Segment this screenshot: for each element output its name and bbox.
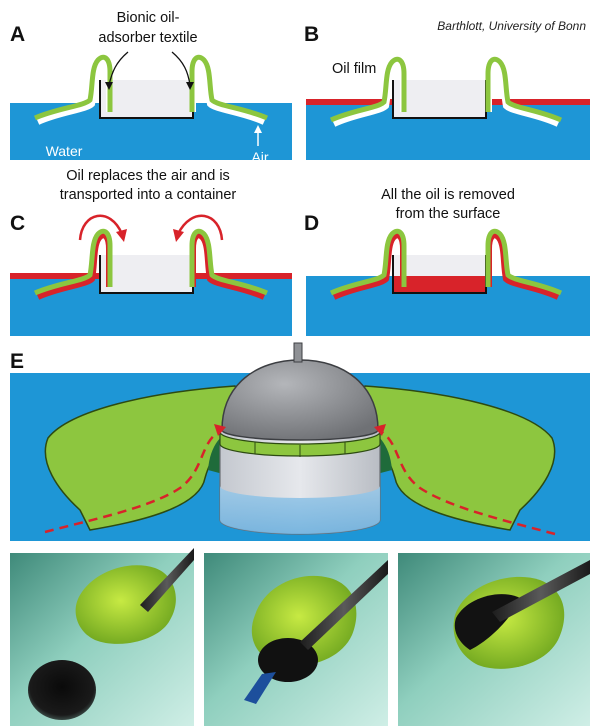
caption-arrow-right-head — [186, 82, 194, 90]
caption-arrow-left-head — [105, 82, 113, 90]
container-dome — [221, 359, 379, 441]
panel-letter-b: B — [304, 23, 319, 46]
textile-left — [329, 56, 407, 123]
container — [393, 80, 486, 118]
caption-arrow-left — [108, 51, 129, 86]
oil-film-label: Oil film — [332, 61, 376, 77]
textile-left — [34, 228, 113, 296]
photo-1 — [10, 548, 194, 726]
oil-flow-right — [377, 428, 556, 536]
caption-a-line-1: Bionic oil- — [117, 10, 180, 26]
caption-d-line-1: All the oil is removed — [381, 187, 515, 203]
caption-d-line-2: from the surface — [396, 206, 501, 222]
textile-left — [34, 54, 113, 121]
caption-c-line-1: Oil replaces the air and is — [66, 168, 230, 184]
oil-flow-left-head — [214, 424, 226, 436]
oil-being-absorbed — [258, 638, 318, 682]
collected-oil — [393, 276, 486, 293]
water-label: Water — [46, 143, 83, 159]
oil-flow-right-head — [374, 424, 386, 436]
textile-left — [329, 228, 407, 296]
textile-right — [485, 56, 563, 123]
panel-letter-d: D — [304, 212, 319, 235]
panel-e: E — [10, 342, 590, 541]
panel-c: C Oil replaces the air and is transporte… — [10, 168, 292, 336]
container-rim — [219, 431, 381, 457]
transport-arrow-right-head — [173, 229, 184, 242]
container-water — [220, 486, 380, 534]
tweezers — [140, 548, 194, 612]
caption-c-line-2: transported into a container — [60, 187, 237, 203]
oil-flow-left — [44, 428, 223, 534]
caption-a-line-2: adsorber textile — [98, 30, 197, 46]
adsorber-wing-right — [349, 385, 556, 531]
tweezers — [492, 560, 590, 622]
panel-letter-c: C — [10, 212, 25, 235]
transport-arrow-left — [78, 214, 124, 241]
adsorber-wing-left — [44, 385, 251, 531]
credit-text: Barthlott, University of Bonn — [437, 19, 586, 33]
panel-d: D All the oil is removed from the surfac… — [304, 187, 590, 336]
transport-arrow-left-head — [116, 229, 127, 242]
panel-letter-a: A — [10, 23, 25, 46]
textile-right — [485, 228, 563, 296]
transport-arrow-right — [176, 214, 224, 241]
container — [100, 80, 193, 118]
oil-stain — [244, 672, 276, 704]
air-arrow-head — [254, 125, 262, 133]
oil-drop — [28, 660, 96, 720]
photo-2 — [204, 553, 388, 726]
textile-right — [189, 228, 268, 296]
textile-right — [189, 54, 268, 121]
panel-a: A Bionic oil- adsorber textile Water Air — [10, 10, 292, 165]
textile-pad — [75, 565, 176, 644]
tweezers — [300, 560, 388, 650]
container — [100, 255, 193, 293]
air-label: Air — [251, 149, 268, 165]
photo-3 — [398, 553, 590, 726]
dome-vent — [293, 342, 303, 363]
panel-b: B Oil film — [304, 23, 590, 160]
caption-arrow-right — [171, 51, 191, 86]
panel-letter-e: E — [10, 350, 24, 373]
